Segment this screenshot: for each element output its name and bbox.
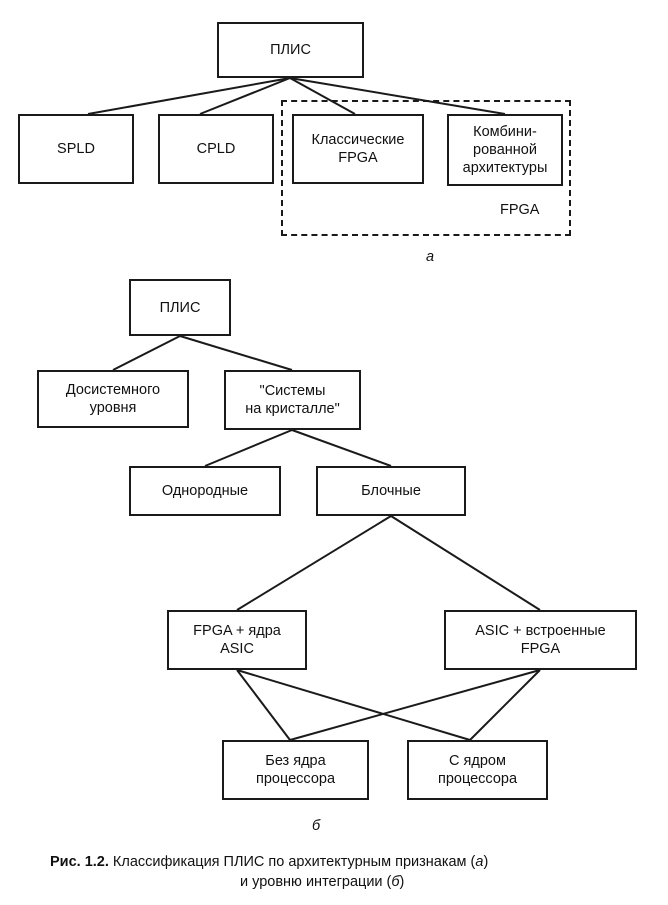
node-label-line: Без ядра xyxy=(265,753,326,769)
node-spld: SPLD xyxy=(18,114,134,184)
node-label: Однородные xyxy=(161,483,249,499)
node-label-line: "Системы xyxy=(259,383,326,399)
node-label-line: ASIC + встроенные xyxy=(475,623,606,639)
node-label: Блочные xyxy=(361,483,421,499)
node-label: SPLD xyxy=(57,141,95,157)
fpga-group-label: FPGA xyxy=(500,202,540,218)
node-fpga-asic-cores: FPGA + ядра ASIC xyxy=(167,610,307,670)
caption-line2-text: и уровню интеграции ( xyxy=(240,874,392,890)
node-plis-b: ПЛИС xyxy=(129,279,231,336)
connector xyxy=(289,669,541,741)
diagram-b-label: б xyxy=(312,818,321,834)
connector xyxy=(289,77,356,115)
node-label-line: FPGA xyxy=(520,641,561,657)
node-label-line: ASIC xyxy=(220,641,254,657)
node-label-line: рованной xyxy=(473,142,537,158)
node-label: ПЛИС xyxy=(159,299,201,316)
fpga-group-frame xyxy=(281,100,571,236)
figure-caption: Рис. 1.2. Классификация ПЛИС по архитект… xyxy=(50,853,488,872)
node-cpld: CPLD xyxy=(158,114,274,184)
connector xyxy=(289,77,506,115)
node-label-line: С ядром xyxy=(449,753,506,769)
node-label-line: Классические xyxy=(311,132,405,148)
node-pre-system-level: Досистемного уровня xyxy=(37,370,189,428)
connector xyxy=(390,515,541,611)
connector xyxy=(291,429,392,467)
caption-line1-end: ) xyxy=(483,854,489,870)
caption-line1-text: Классификация ПЛИС по архитектурным приз… xyxy=(108,854,476,870)
node-label: CPLD xyxy=(196,141,236,157)
figure-caption-line2: и уровню интеграции (б) xyxy=(240,873,404,892)
node-with-processor-core: С ядром процессора xyxy=(407,740,548,800)
node-label-line: Комбини- xyxy=(473,124,537,140)
caption-line1-a: а xyxy=(475,854,484,870)
node-homogeneous: Однородные xyxy=(129,466,281,516)
connector xyxy=(236,669,291,741)
connector xyxy=(236,669,471,741)
node-without-processor-core: Без ядра процессора xyxy=(222,740,369,800)
diagram-a-label: а xyxy=(426,249,435,265)
node-label-line: на кристалле" xyxy=(245,401,340,417)
node-label: ПЛИС xyxy=(270,42,311,58)
node-classic-fpga: Классические FPGA xyxy=(292,114,424,184)
caption-prefix: Рис. 1.2. xyxy=(50,854,109,870)
node-label-line: FPGA + ядра xyxy=(193,623,281,639)
node-label-line: архитектуры xyxy=(462,160,548,176)
connector xyxy=(199,77,291,115)
node-label-line: уровня xyxy=(89,400,137,416)
connector xyxy=(87,77,291,115)
connector xyxy=(236,515,392,611)
node-block: Блочные xyxy=(316,466,466,516)
connector xyxy=(112,335,181,371)
node-label-line: процессора xyxy=(255,771,336,787)
connector xyxy=(469,669,541,741)
connector xyxy=(204,429,293,467)
node-label-line: Досистемного xyxy=(65,382,161,398)
node-label-line: FPGA xyxy=(338,150,378,166)
caption-line2-b: б xyxy=(391,874,400,890)
node-asic-embedded-fpga: ASIC + встроенные FPGA xyxy=(444,610,637,670)
connector xyxy=(179,335,293,371)
caption-line2-end: ) xyxy=(399,874,405,890)
node-label-line: процессора xyxy=(437,771,518,787)
node-combined-architecture: Комбини- рованной архитектуры xyxy=(447,114,563,186)
node-system-on-chip: "Системы на кристалле" xyxy=(224,370,361,430)
node-plis-a: ПЛИС xyxy=(217,22,364,78)
